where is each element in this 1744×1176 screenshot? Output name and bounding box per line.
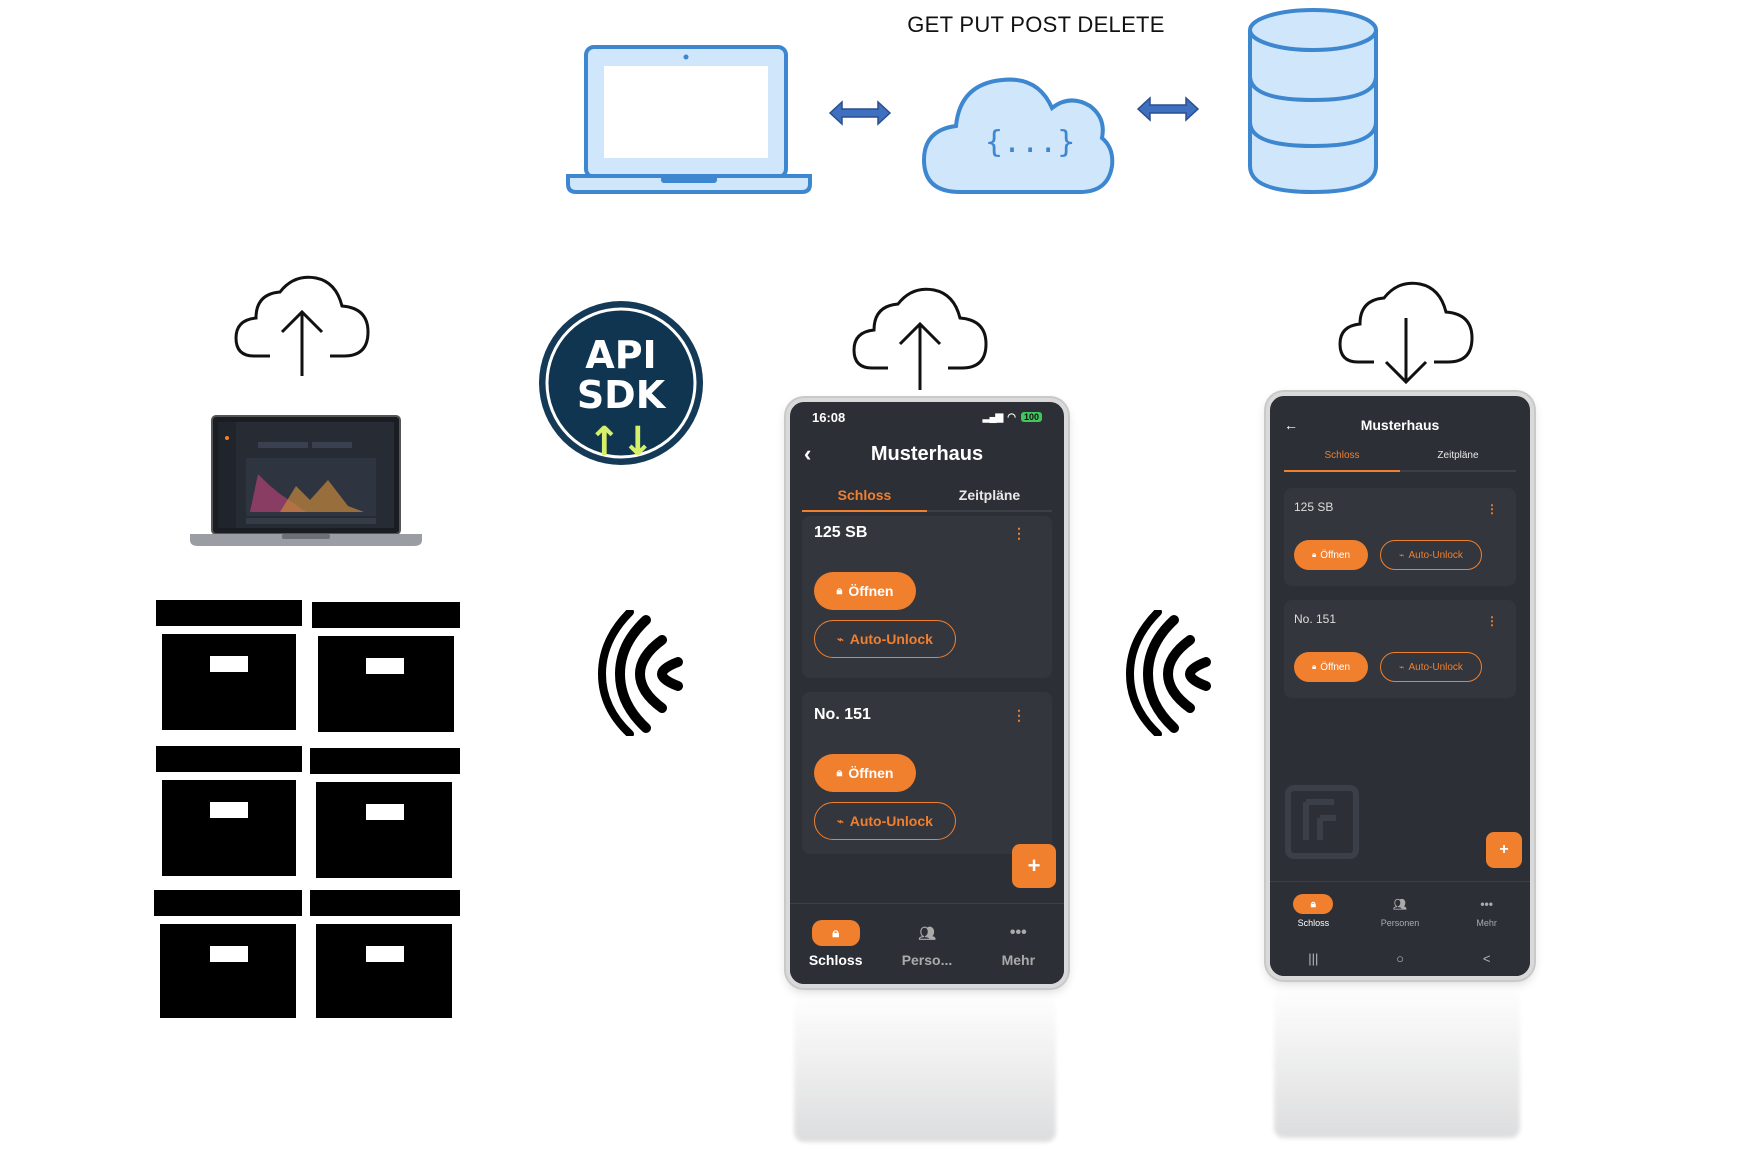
nfc-wireless-icon xyxy=(1125,610,1211,736)
lock-name: 125 SB xyxy=(814,524,868,541)
lock-card[interactable]: No. 151 ⋮ 🔒︎Öffnen ⌁Auto-Unlock xyxy=(1284,600,1516,698)
lock-card[interactable]: 125 SB ⋮ 🔒︎Öffnen ⌁Auto-Unlock xyxy=(1284,488,1516,586)
lock-card[interactable]: No. 151 ⋮ 🔒︎ Öffnen ⌁ Auto-Unlock xyxy=(802,692,1052,854)
tab-schloss[interactable]: Schloss xyxy=(1284,442,1400,472)
lock-icon: 🔒︎ xyxy=(836,766,843,779)
nav-label: Schloss xyxy=(808,952,863,968)
more-options-icon[interactable]: ⋮ xyxy=(1486,614,1498,628)
nav-label: Mehr xyxy=(1001,952,1036,968)
laptop-dashboard-image xyxy=(190,415,422,546)
status-time: 16:08 xyxy=(812,409,846,425)
auto-unlock-icon: ⌁ xyxy=(1399,549,1405,560)
nav-personen[interactable]: 👥︎ Personen xyxy=(1357,882,1444,940)
auto-unlock-button-label: Auto-Unlock xyxy=(849,631,933,647)
open-button-label: Öffnen xyxy=(1320,549,1351,561)
open-button[interactable]: 🔒︎ Öffnen xyxy=(814,572,916,610)
archive-boxes-group xyxy=(154,600,462,1018)
lock-name: No. 151 xyxy=(814,706,871,723)
archive-box-icon xyxy=(154,600,460,1018)
page-title: Musterhaus xyxy=(1360,417,1440,433)
cloud-download-icon xyxy=(1338,281,1474,385)
people-icon: 👥︎ xyxy=(1393,898,1407,911)
phone-reflection xyxy=(1274,984,1520,1138)
cloud-upload-icon xyxy=(852,287,988,390)
tab-schloss[interactable]: Schloss xyxy=(802,480,927,512)
database-icon xyxy=(1248,8,1378,195)
home-icon[interactable]: ○ xyxy=(1396,950,1404,966)
lock-name: No. 151 xyxy=(1294,612,1337,626)
cloud-payload-label: {...} xyxy=(985,125,1076,160)
more-options-icon[interactable]: ⋮ xyxy=(1486,502,1498,516)
open-button-label: Öffnen xyxy=(848,765,894,781)
page-title: Musterhaus xyxy=(870,442,984,465)
system-back-icon[interactable]: < xyxy=(1482,950,1491,966)
open-button-label: Öffnen xyxy=(1320,661,1351,673)
add-lock-button[interactable]: + xyxy=(1012,844,1056,888)
add-lock-button[interactable]: + xyxy=(1486,832,1522,868)
auto-unlock-icon: ⌁ xyxy=(837,633,844,646)
nav-mehr[interactable]: ••• Mehr xyxy=(1443,882,1530,940)
nav-schloss[interactable]: 🔒︎ Schloss xyxy=(790,904,881,984)
bidirectional-arrow-icon xyxy=(1136,96,1200,122)
lock-icon: 🔒︎ xyxy=(1293,894,1334,914)
auto-unlock-button[interactable]: ⌁Auto-Unlock xyxy=(1380,540,1482,570)
more-dots-icon: ••• xyxy=(1009,924,1027,941)
wifi-icon: ◠ xyxy=(1007,411,1016,423)
people-icon: 👥︎ xyxy=(918,924,936,941)
auto-unlock-button-label: Auto-Unlock xyxy=(1408,661,1463,673)
open-button-label: Öffnen xyxy=(848,583,894,599)
nav-label: Schloss xyxy=(1297,918,1330,928)
battery-icon: 100 xyxy=(1020,412,1042,422)
laptop-icon xyxy=(566,45,812,194)
auto-unlock-icon: ⌁ xyxy=(837,815,844,828)
more-options-icon[interactable]: ⋮ xyxy=(1012,525,1026,541)
up-down-arrows-icon: ↑↓ xyxy=(587,419,655,465)
auto-unlock-button[interactable]: ⌁ Auto-Unlock xyxy=(814,802,956,840)
auto-unlock-icon: ⌁ xyxy=(1399,661,1405,672)
lock-icon: 🔒︎ xyxy=(1311,550,1317,559)
phone-android-screen: ← Musterhaus Schloss Zeitpläne 125 SB ⋮ … xyxy=(1266,392,1534,980)
open-button[interactable]: 🔒︎Öffnen xyxy=(1294,652,1368,682)
http-methods-label: GET PUT POST DELETE xyxy=(907,12,1165,37)
auto-unlock-button-label: Auto-Unlock xyxy=(1408,549,1463,561)
more-options-icon[interactable]: ⋮ xyxy=(1012,707,1026,723)
back-arrow-icon[interactable]: ‹ xyxy=(804,441,812,466)
phone-reflection xyxy=(794,992,1056,1142)
more-dots-icon: ••• xyxy=(1480,897,1493,911)
auto-unlock-button[interactable]: ⌁Auto-Unlock xyxy=(1380,652,1482,682)
api-sdk-badge-circle xyxy=(539,301,703,465)
watermark-logo xyxy=(1285,785,1359,859)
auto-unlock-button[interactable]: ⌁ Auto-Unlock xyxy=(814,620,956,658)
back-arrow-icon[interactable]: ← xyxy=(1284,417,1298,433)
tab-zeitplaene[interactable]: Zeitpläne xyxy=(1400,442,1516,472)
cloud-upload-icon xyxy=(234,275,370,376)
tab-zeitplaene[interactable]: Zeitpläne xyxy=(927,480,1052,512)
auto-unlock-button-label: Auto-Unlock xyxy=(849,813,933,829)
open-button[interactable]: 🔒︎Öffnen xyxy=(1294,540,1368,570)
api-label: API xyxy=(585,333,657,377)
nav-label: Personen xyxy=(1380,918,1420,928)
sdk-label: SDK xyxy=(576,373,666,417)
nav-label: Mehr xyxy=(1476,918,1497,928)
lock-icon: 🔒︎ xyxy=(836,584,843,597)
nav-schloss[interactable]: 🔒︎ Schloss xyxy=(1270,882,1357,940)
bidirectional-arrow-icon xyxy=(828,100,892,126)
signal-icon: ▂▄▆ xyxy=(982,411,1003,423)
nav-label: Perso... xyxy=(901,952,953,968)
open-button[interactable]: 🔒︎ Öffnen xyxy=(814,754,916,792)
lock-card[interactable]: 125 SB ⋮ 🔒︎ Öffnen ⌁ Auto-Unlock xyxy=(802,516,1052,678)
nfc-wireless-icon xyxy=(597,610,683,736)
nav-mehr[interactable]: ••• Mehr xyxy=(973,904,1064,984)
cloud-api-icon xyxy=(921,77,1115,194)
phone-ios-screen: 16:08 ▂▄▆ ◠ 100 ‹ Musterhaus Schloss Zei… xyxy=(786,398,1068,988)
lock-icon: 🔒︎ xyxy=(811,920,860,946)
lock-name: 125 SB xyxy=(1294,500,1334,514)
nav-personen[interactable]: 👥︎ Perso... xyxy=(881,904,972,984)
recent-apps-icon[interactable]: ||| xyxy=(1308,950,1319,966)
lock-icon: 🔒︎ xyxy=(1311,662,1317,671)
